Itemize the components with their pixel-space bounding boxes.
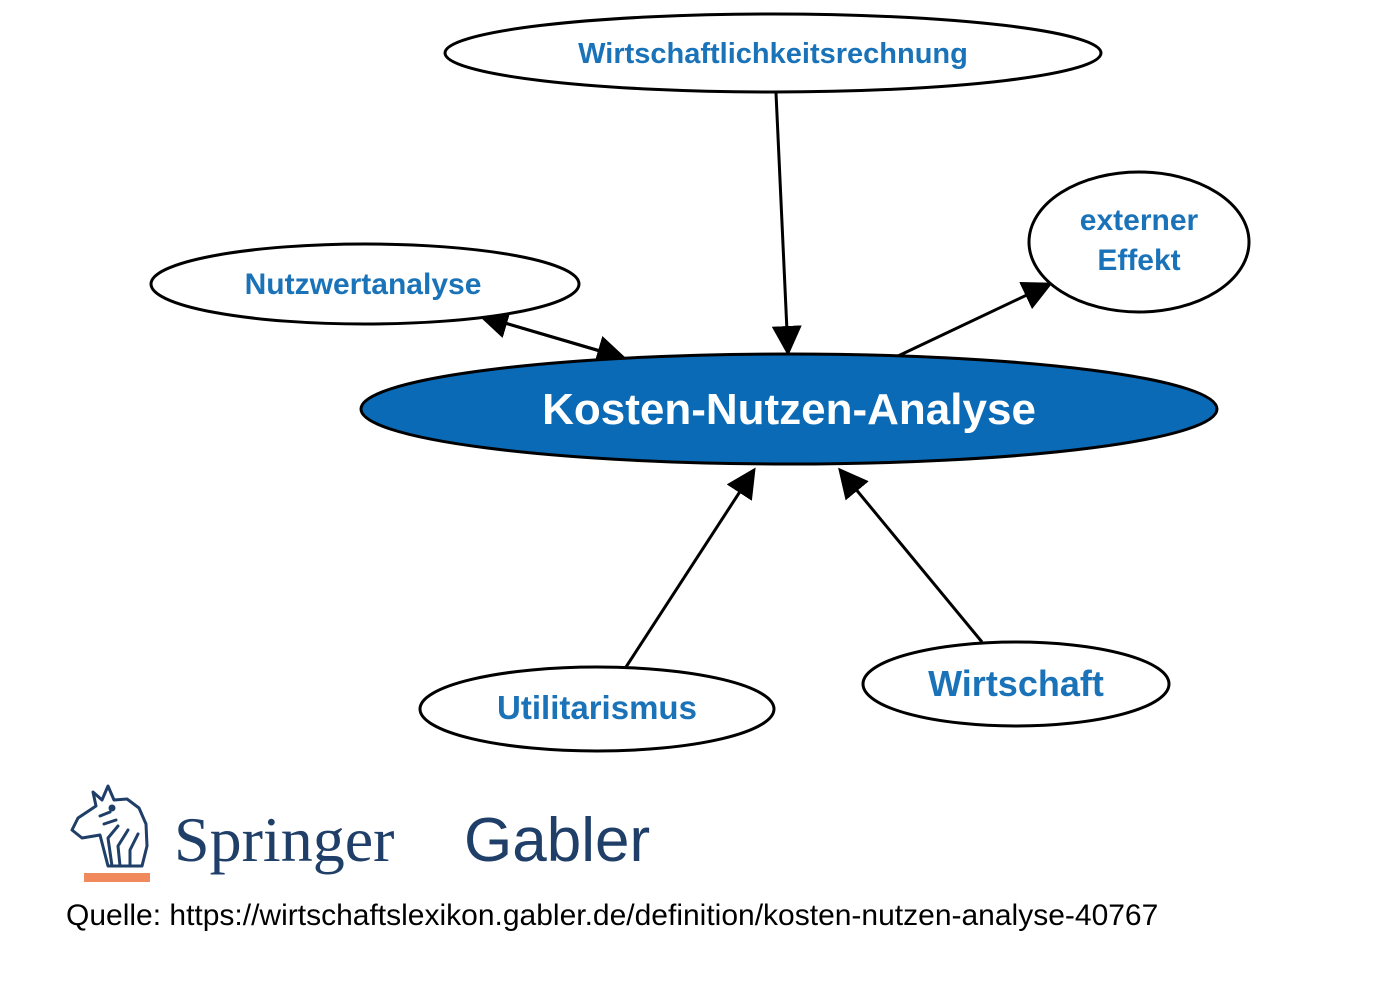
node-utilitarismus[interactable]: Utilitarismus	[418, 665, 776, 753]
edge-main-to-externer-effekt	[897, 282, 1053, 358]
edge-utilitarismus-to-main	[624, 467, 756, 668]
node-externer-effekt[interactable]: externer Effekt	[1027, 170, 1251, 314]
node-label-line1: externer	[1080, 204, 1199, 237]
node-ellipse	[149, 242, 581, 326]
node-wirtschaft[interactable]: Wirtschaft	[861, 640, 1171, 728]
node-label: Wirtschaftlichkeitsrechnung	[578, 38, 968, 70]
node-kosten-nutzen-analyse[interactable]: Kosten-Nutzen-Analyse	[359, 352, 1219, 466]
logo-brand-gabler: Gabler	[464, 806, 650, 875]
node-label-main: Kosten-Nutzen-Analyse	[542, 385, 1036, 434]
edge-wirtschaftlichkeitsrechnung-to-main	[771, 92, 802, 356]
springer-gabler-logo: Springer Gabler	[70, 784, 650, 882]
node-ellipse-main	[359, 352, 1219, 466]
node-ellipse	[1027, 170, 1251, 314]
logo-brand-springer: Springer	[174, 804, 394, 875]
node-label: Nutzwertanalyse	[245, 268, 482, 301]
node-nutzwertanalyse[interactable]: Nutzwertanalyse	[149, 242, 581, 326]
node-wirtschaftlichkeitsrechnung[interactable]: Wirtschaftlichkeitsrechnung	[443, 12, 1103, 94]
node-ellipse	[861, 640, 1171, 728]
logo-accent-bar	[84, 873, 150, 882]
edge-wirtschaft-to-main	[838, 467, 984, 643]
node-label: Utilitarismus	[497, 689, 697, 726]
edges	[478, 92, 1053, 668]
source-citation: Quelle: https://wirtschaftslexikon.gable…	[66, 899, 1159, 932]
edge-main-to-nutzwertanalyse	[478, 309, 601, 353]
node-ellipse	[418, 665, 776, 753]
node-label: Wirtschaft	[928, 663, 1104, 704]
node-ellipse	[443, 12, 1103, 94]
node-label-line2: Effekt	[1097, 244, 1180, 277]
knight-horse-head-icon	[70, 784, 149, 868]
